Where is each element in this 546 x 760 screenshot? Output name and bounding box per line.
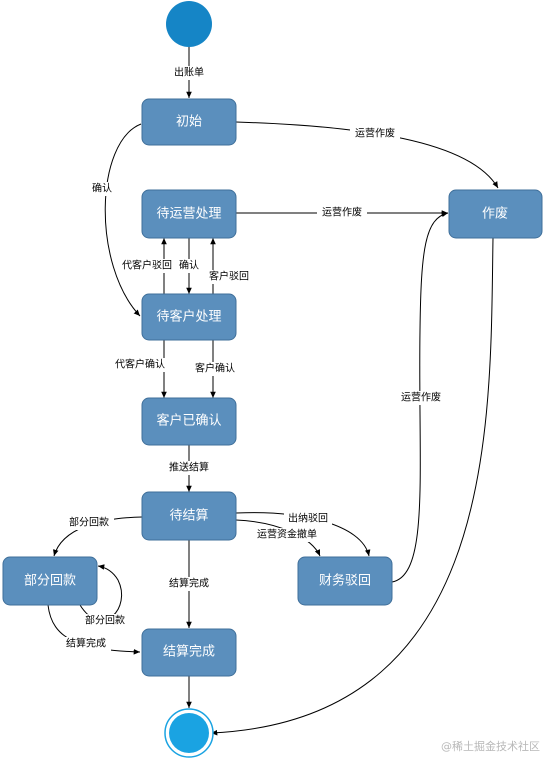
end-node <box>164 708 214 758</box>
edge-finance-reject-to-void <box>391 211 449 583</box>
svg-text:待客户处理: 待客户处理 <box>156 309 221 325</box>
label-confirm-1: 确认 <box>90 182 114 196</box>
label-reject-for-customer: 代客户驳回 <box>118 259 176 273</box>
label-issue-bill: 出账单 <box>169 66 209 80</box>
svg-text:客户确认: 客户确认 <box>195 362 235 375</box>
svg-text:财务驳回: 财务驳回 <box>319 573 371 589</box>
edge-initial-to-void <box>235 121 499 189</box>
label-customer-reject: 客户驳回 <box>205 270 253 284</box>
svg-text:推送结算: 推送结算 <box>169 461 209 474</box>
svg-text:部分回款: 部分回款 <box>85 614 125 627</box>
label-confirm-for-customer: 代客户确认 <box>111 358 169 372</box>
label-ops-void-2: 运营作废 <box>317 206 367 220</box>
svg-text:代客户驳回: 代客户驳回 <box>122 259 172 272</box>
label-customer-confirm: 客户确认 <box>191 362 239 376</box>
watermark: @稀土掘金技术社区 <box>441 740 540 753</box>
label-cashier-reject: 出纳驳回 <box>284 512 332 526</box>
start-node <box>166 1 212 47</box>
svg-text:出纳驳回: 出纳驳回 <box>288 512 328 525</box>
svg-text:确认: 确认 <box>179 259 199 272</box>
state-void: 作废 <box>448 189 543 239</box>
label-ops-fund-withdraw: 运营资金撤单 <box>252 528 322 542</box>
svg-text:作废: 作废 <box>482 206 508 222</box>
svg-text:部分回款: 部分回款 <box>24 574 76 589</box>
svg-text:结算完成: 结算完成 <box>66 637 106 650</box>
svg-text:客户驳回: 客户驳回 <box>209 270 249 283</box>
state-initial: 初始 <box>141 98 237 146</box>
svg-text:客户已确认: 客户已确认 <box>156 413 221 429</box>
label-partial-payment-2: 部分回款 <box>80 614 130 628</box>
state-pending-ops: 待运营处理 <box>141 189 237 239</box>
svg-text:运营资金撤单: 运营资金撤单 <box>257 528 317 541</box>
edge-initial-to-pending-customer <box>104 123 142 317</box>
svg-text:初始: 初始 <box>176 115 202 130</box>
edge-void-to-end <box>210 237 494 736</box>
label-confirm-2: 确认 <box>177 259 201 273</box>
svg-text:待运营处理: 待运营处理 <box>156 207 221 222</box>
state-pending-settlement: 待结算 <box>141 491 237 541</box>
label-ops-void-3: 运营作废 <box>396 391 446 405</box>
svg-text:运营作废: 运营作废 <box>355 127 395 140</box>
svg-text:结算完成: 结算完成 <box>169 577 209 590</box>
state-partial-payment: 部分回款 <box>2 556 98 606</box>
svg-text:待结算: 待结算 <box>169 509 208 524</box>
state-settlement-complete: 结算完成 <box>141 628 237 677</box>
svg-text:结算完成: 结算完成 <box>163 645 215 660</box>
label-settle-done-2: 结算完成 <box>61 637 111 651</box>
label-push-settlement: 推送结算 <box>164 461 214 475</box>
state-pending-customer: 待客户处理 <box>141 293 237 341</box>
svg-text:运营作废: 运营作废 <box>322 206 362 219</box>
state-customer-confirmed: 客户已确认 <box>141 397 237 446</box>
svg-text:部分回款: 部分回款 <box>69 516 109 529</box>
label-partial-payment-1: 部分回款 <box>64 516 114 530</box>
label-ops-void-1: 运营作废 <box>350 127 400 141</box>
label-settle-done-1: 结算完成 <box>164 577 214 591</box>
svg-text:出账单: 出账单 <box>174 66 204 79</box>
svg-text:运营作废: 运营作废 <box>401 391 441 404</box>
state-finance-rejected: 财务驳回 <box>297 556 393 606</box>
svg-text:确认: 确认 <box>92 182 112 195</box>
svg-text:代客户确认: 代客户确认 <box>115 358 165 371</box>
